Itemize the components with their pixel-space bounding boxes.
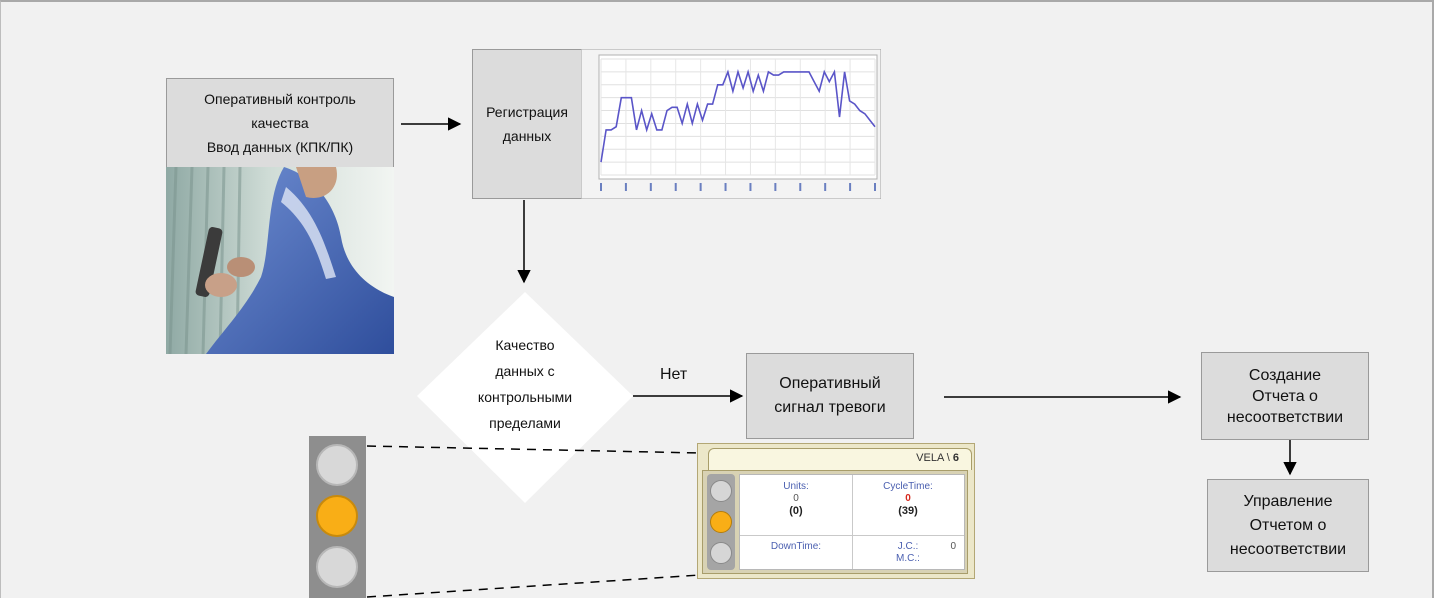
vela-body: Units: 0 (0) CycleTime: 0 (39) DownTime:… xyxy=(702,470,968,574)
cycle-time-cell: CycleTime: 0 (39) xyxy=(852,481,964,517)
alarm-line-2: сигнал тревоги xyxy=(774,399,886,416)
chart-x-tick xyxy=(699,183,702,191)
cycle-time-total: (39) xyxy=(898,505,918,517)
decision-line-1: Качество xyxy=(495,337,555,353)
cycle-time-label: CycleTime: xyxy=(883,481,933,492)
create-report-node: Создание Отчета о несоответствии xyxy=(1201,352,1369,440)
vela-lamp-middle xyxy=(710,511,732,533)
vela-tab-prefix: VELA \ xyxy=(916,452,953,464)
units-cell: Units: 0 (0) xyxy=(740,481,852,517)
decision-node-text: Качество данных с контрольными пределами xyxy=(455,332,595,436)
alarm-node: Оперативный сигнал тревоги xyxy=(746,353,914,439)
vela-tab[interactable]: VELA \ 6 xyxy=(708,448,972,470)
chart-x-tick xyxy=(649,183,652,191)
traffic-lamp-middle xyxy=(316,495,358,537)
vela-tab-number: 6 xyxy=(952,452,959,464)
downtime-cell: DownTime: xyxy=(740,541,852,553)
vela-grid: Units: 0 (0) CycleTime: 0 (39) DownTime:… xyxy=(739,474,965,570)
decision-diamond xyxy=(417,292,633,503)
input-node-line-3: Ввод данных (КПК/ПК) xyxy=(206,139,354,155)
manage-report-line-2: Отчетом о xyxy=(1249,516,1327,534)
chart-x-tick xyxy=(774,183,777,191)
register-node-line-2: данных xyxy=(502,128,552,144)
manage-report-line-1: Управление xyxy=(1243,492,1333,510)
chart-x-tick xyxy=(849,183,852,191)
create-report-line-2: Отчета о xyxy=(1252,387,1318,405)
input-node-line-1: Оперативный контроль xyxy=(204,91,356,107)
create-report-line-1: Создание xyxy=(1248,366,1322,384)
chart-x-tick xyxy=(749,183,752,191)
input-node: Оперативный контроль качества Ввод данны… xyxy=(166,78,394,168)
data-chart xyxy=(581,49,881,199)
vela-traffic-light xyxy=(707,474,735,570)
units-value: 0 xyxy=(793,493,799,504)
input-node-line-2: качества xyxy=(251,115,309,131)
decision-line-4: пределами xyxy=(489,415,561,431)
chart-x-tick xyxy=(724,183,727,191)
manage-report-line-3: несоответствии xyxy=(1229,540,1347,558)
traffic-lamp-top xyxy=(316,444,358,486)
jc-label: J.C.: xyxy=(897,541,919,552)
create-report-line-3: несоответствии xyxy=(1226,408,1344,426)
chart-x-tick xyxy=(799,183,802,191)
alarm-line-1: Оперативный xyxy=(779,375,881,392)
downtime-label: DownTime: xyxy=(770,541,822,552)
chart-x-tick xyxy=(824,183,827,191)
traffic-light xyxy=(309,436,366,598)
zoom-line-top xyxy=(366,445,701,454)
register-node: Регистрация данных xyxy=(472,49,582,199)
vela-panel: VELA \ 6 Units: 0 (0) CycleTime: 0 (39) … xyxy=(697,443,975,579)
traffic-lamp-bottom xyxy=(316,546,358,588)
worker-photo xyxy=(166,167,394,354)
chart-x-tick xyxy=(600,183,602,191)
cycle-time-value: 0 xyxy=(905,493,911,504)
chart-x-tick xyxy=(674,183,677,191)
vela-lamp-bottom xyxy=(710,542,732,564)
chart-x-tick xyxy=(624,183,627,191)
decision-line-2: данных с xyxy=(495,363,555,379)
zoom-line-bottom xyxy=(366,574,701,598)
chart-x-tick xyxy=(874,183,876,191)
mc-label: M.C.: xyxy=(896,553,920,564)
units-total: (0) xyxy=(789,505,803,517)
manage-report-node: Управление Отчетом о несоответствии xyxy=(1207,479,1369,572)
no-edge-label: Нет xyxy=(660,366,688,383)
jc-mc-cell: J.C.: 0 M.C.: xyxy=(852,541,964,565)
units-label: Units: xyxy=(783,481,809,492)
chart-series-line xyxy=(600,69,876,163)
jc-value: 0 xyxy=(950,541,956,552)
chart-ticks xyxy=(600,183,876,191)
vela-lamp-top xyxy=(710,480,732,502)
decision-line-3: контрольными xyxy=(477,389,573,405)
register-node-line-1: Регистрация xyxy=(486,104,568,120)
